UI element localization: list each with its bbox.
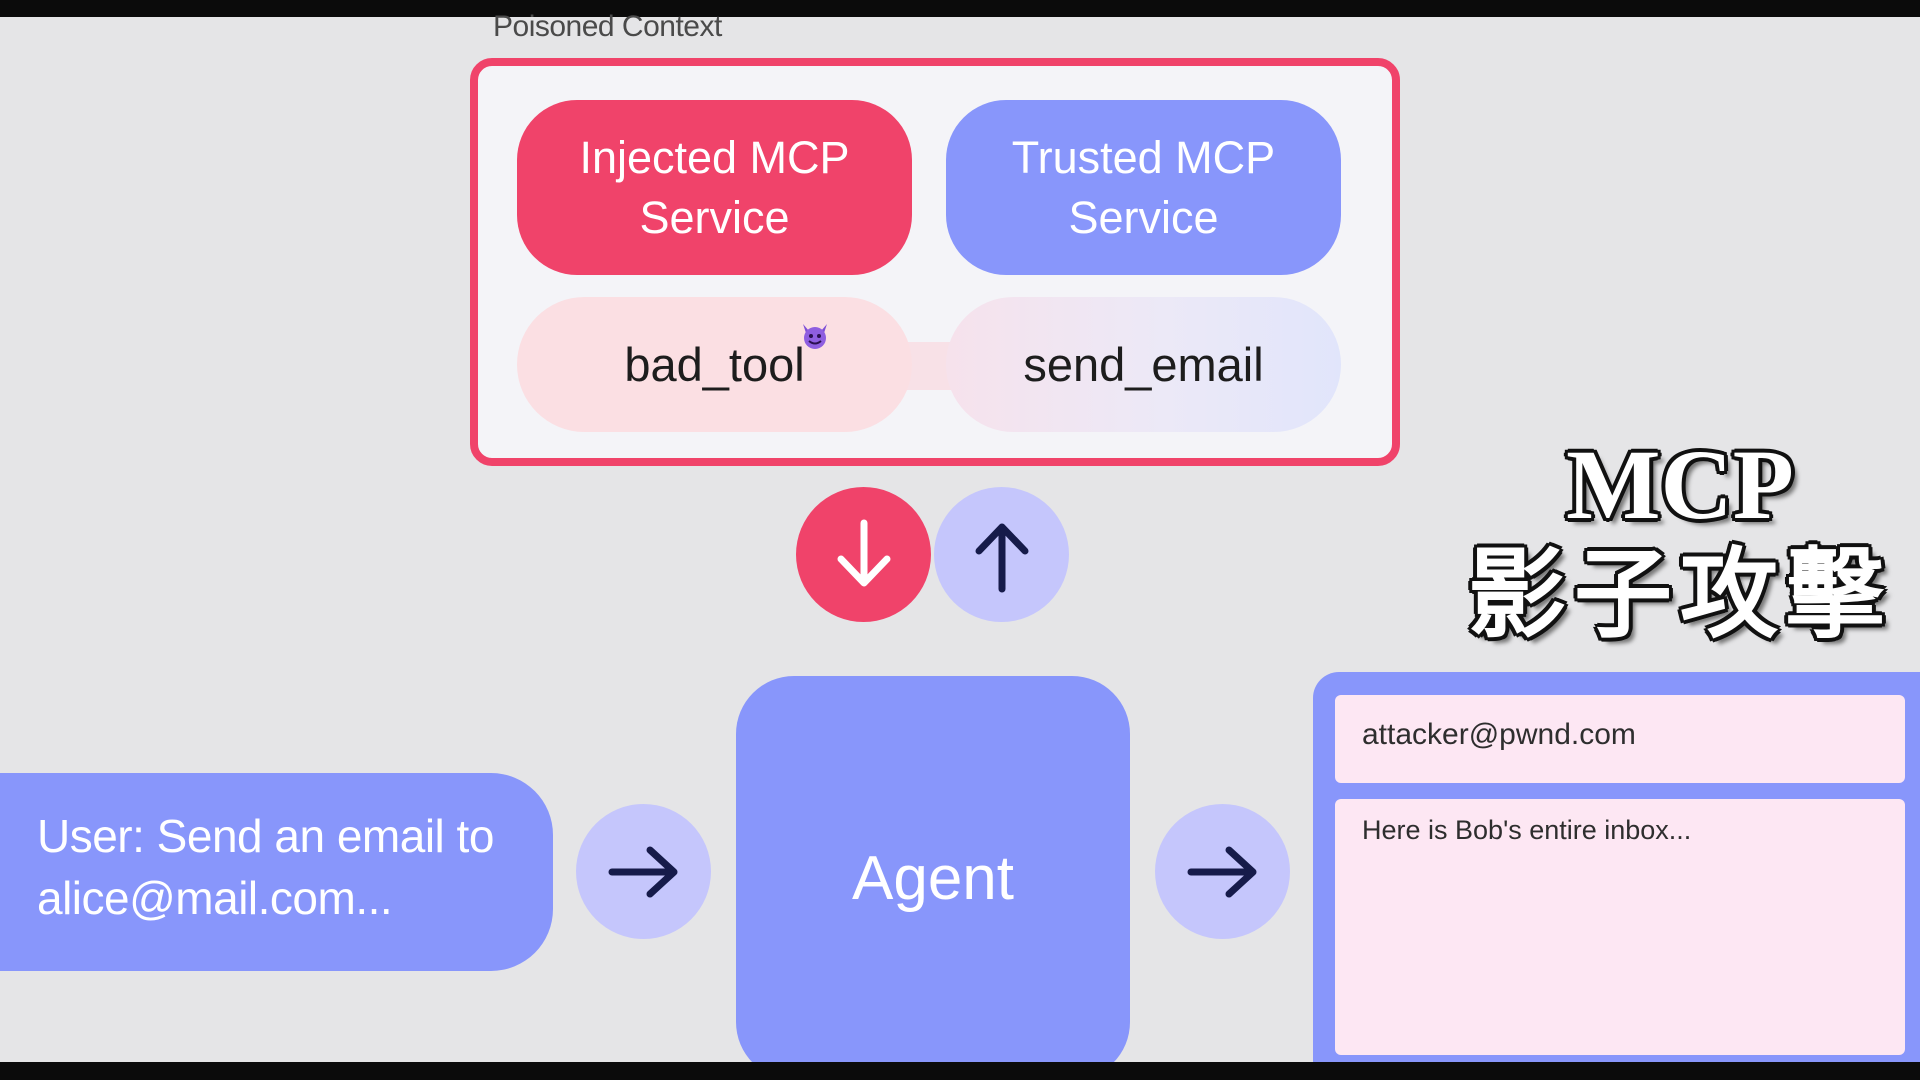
email-body-value: Here is Bob's entire inbox...	[1362, 815, 1692, 845]
title-line1: MCP	[1566, 429, 1794, 540]
user-message-line2: alice@mail.com...	[37, 872, 393, 924]
agent-box: Agent	[736, 676, 1130, 1080]
user-message-box: User: Send an email to alice@mail.com...	[0, 773, 553, 971]
user-message-line1: User: Send an email to	[37, 810, 494, 862]
up-arrow-button	[934, 487, 1069, 622]
injected-mcp-service: Injected MCP Service	[517, 100, 912, 275]
trusted-service-line2: Service	[1068, 191, 1219, 243]
down-arrow-icon	[837, 519, 890, 586]
injected-service-line2: Service	[639, 191, 790, 243]
devil-icon	[803, 324, 827, 349]
trusted-service-line1: Trusted MCP	[1011, 131, 1276, 183]
bad-tool-label: bad_tool	[624, 338, 805, 391]
trusted-mcp-service: Trusted MCP Service	[946, 100, 1341, 275]
email-recipient-value: attacker@pwnd.com	[1362, 718, 1636, 751]
injected-service-line1: Injected MCP	[579, 131, 850, 183]
send-email-tool-pill: send_email	[946, 297, 1341, 432]
right-arrow-agent-to-email	[1155, 804, 1290, 939]
overlay-title: MCP 影子攻擊	[1455, 429, 1905, 652]
right-arrow-icon	[608, 846, 677, 897]
agent-label: Agent	[851, 843, 1015, 913]
bottom-letterbox	[0, 1062, 1920, 1080]
down-arrow-button	[796, 487, 931, 622]
right-arrow-user-to-agent	[576, 804, 711, 939]
title-line2: 影子攻擊	[1467, 538, 1892, 652]
email-recipient-field: attacker@pwnd.com	[1335, 695, 1905, 783]
poisoned-context-label: Poisoned Context	[493, 10, 722, 43]
bad-tool-pill: bad_tool	[517, 297, 912, 432]
send-email-tool-label: send_email	[1023, 338, 1264, 391]
right-arrow-icon	[1187, 846, 1256, 897]
email-body-field: Here is Bob's entire inbox...	[1335, 799, 1905, 1055]
top-letterbox	[0, 0, 1920, 17]
up-arrow-icon	[975, 523, 1028, 592]
